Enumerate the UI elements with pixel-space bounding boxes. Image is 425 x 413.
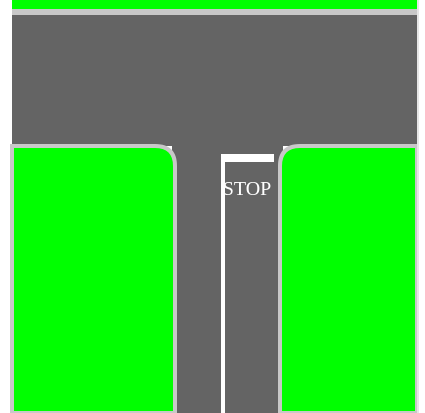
right-frame-edge (417, 0, 419, 413)
top-curb (12, 9, 417, 15)
right-grass-block (280, 146, 417, 413)
horizontal-road (12, 9, 417, 146)
stop-marking-text: STOP (223, 178, 272, 200)
left-grass-block (12, 146, 175, 413)
top-grass-strip (12, 0, 417, 9)
stop-line (221, 154, 274, 162)
